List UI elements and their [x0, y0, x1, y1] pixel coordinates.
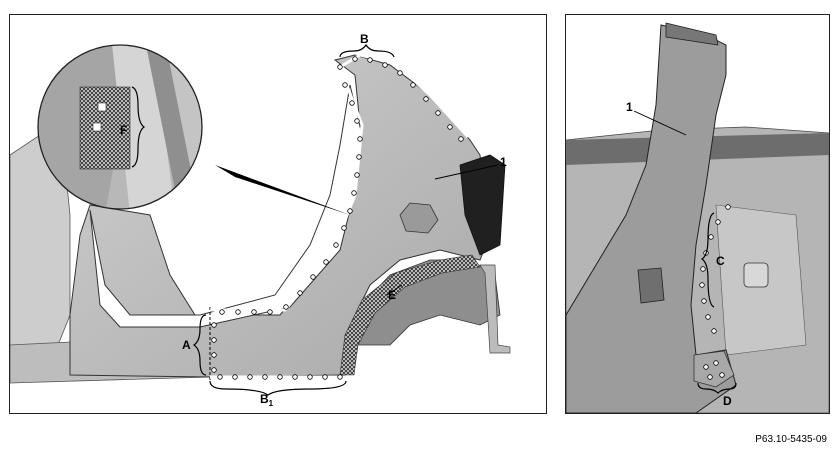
left-body-illustration: F B A B1 E 1 — [10, 32, 511, 408]
tail-light-opening — [459, 154, 506, 256]
magnifier-pointer — [215, 165, 350, 215]
label-part-1-right: 1 — [626, 100, 633, 114]
pillar-top-cap — [665, 22, 719, 46]
label-d: D — [723, 394, 732, 408]
leader-line-part-1-right — [633, 110, 687, 136]
brace-b — [339, 43, 395, 58]
c-pillar-panel — [566, 24, 737, 413]
leader-line-part-1 — [434, 164, 499, 180]
label-b: B — [360, 32, 369, 46]
brace-d — [697, 382, 737, 394]
label-f: F — [120, 123, 127, 137]
leader-line-e — [386, 284, 403, 296]
label-part-1-left: 1 — [500, 155, 507, 169]
spot-weld-points — [211, 56, 464, 380]
brace-c — [700, 212, 715, 308]
label-e: E — [388, 288, 396, 302]
spot-weld-points-c — [699, 204, 731, 380]
brace-a — [192, 314, 207, 376]
wheel-arch-adhesive-zone — [339, 254, 481, 376]
right-illustration-panel: 1 C D — [565, 14, 830, 414]
left-illustration-panel: F B A B1 E 1 — [9, 14, 547, 414]
label-b1: B1 — [260, 392, 274, 408]
lower-bracket-d — [693, 350, 735, 388]
door-opening — [89, 84, 363, 328]
label-a: A — [182, 338, 191, 352]
cut-line-outline — [210, 53, 470, 312]
rear-frame-member — [479, 264, 511, 354]
document-code: P63.10-5435-09 — [755, 434, 827, 445]
pillar-recess — [637, 267, 665, 304]
label-c: C — [716, 254, 725, 268]
inner-panel-opening — [743, 262, 769, 288]
fuel-filler-recess — [399, 202, 439, 234]
right-pillar-illustration: 1 C D — [566, 22, 829, 413]
brace-b1 — [209, 380, 347, 396]
